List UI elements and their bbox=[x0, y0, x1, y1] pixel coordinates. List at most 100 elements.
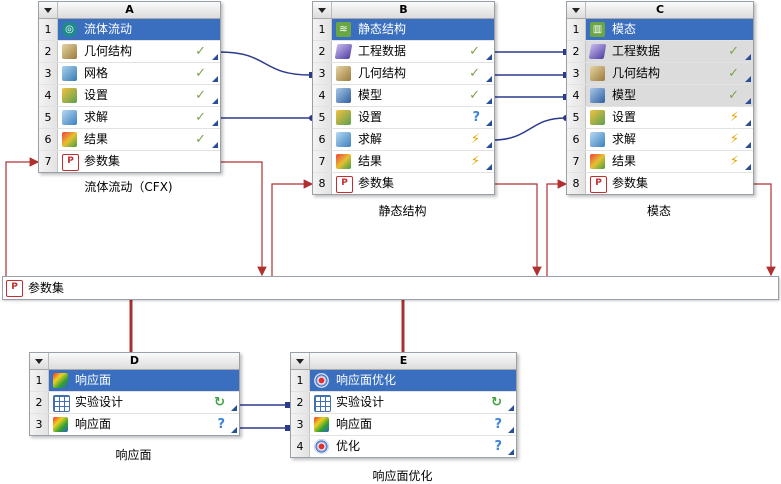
response-surface-optimization-icon bbox=[314, 373, 329, 388]
block-a-header[interactable]: A bbox=[39, 2, 220, 19]
block-c-row-7[interactable]: 7 结果 ⚡ bbox=[567, 151, 753, 173]
block-c-row-3[interactable]: 3 几何结构 ✓ bbox=[567, 63, 753, 85]
block-a-row-1[interactable]: 1 ◎ 流体流动 bbox=[39, 19, 220, 41]
block-e-row-2[interactable]: 2 实验设计 ↻ bbox=[291, 392, 516, 414]
corner-arrow-icon bbox=[745, 54, 751, 60]
lightning-icon: ⚡ bbox=[470, 154, 480, 169]
block-b-menu-arrow-icon[interactable] bbox=[313, 2, 332, 18]
block-e-row-3[interactable]: 3 响应面 ? bbox=[291, 414, 516, 436]
block-b-row-8[interactable]: 8 P 参数集 bbox=[313, 173, 494, 194]
block-a-row-7[interactable]: 7 P 参数集 bbox=[39, 151, 220, 172]
block-c-row-1[interactable]: 1 ▥ 模态 bbox=[567, 19, 753, 41]
block-c-row-5[interactable]: 5 设置 ⚡ bbox=[567, 107, 753, 129]
geometry-icon bbox=[62, 44, 77, 59]
block-d-menu-arrow-icon[interactable] bbox=[30, 353, 49, 369]
results-icon bbox=[62, 132, 77, 147]
geometry-icon bbox=[336, 66, 351, 81]
check-icon: ✓ bbox=[195, 110, 206, 125]
block-b-row-3[interactable]: 3 几何结构 ✓ bbox=[313, 63, 494, 85]
block-c-row-8[interactable]: 8 P 参数集 bbox=[567, 173, 753, 194]
corner-arrow-icon bbox=[745, 98, 751, 104]
parameter-set-bar[interactable]: P 参数集 bbox=[2, 276, 779, 300]
param-line-b-down bbox=[493, 183, 542, 277]
refresh-icon: ↻ bbox=[214, 395, 225, 410]
block-a-row-6[interactable]: 6 结果 ✓ bbox=[39, 129, 220, 151]
model-icon bbox=[590, 88, 605, 103]
block-a-menu-arrow-icon[interactable] bbox=[39, 2, 58, 18]
block-b-row-6[interactable]: 6 求解 ⚡ bbox=[313, 129, 494, 151]
system-block-d[interactable]: D 1 响应面 2 实验设计 ↻ 3 响应面 ? bbox=[29, 352, 240, 436]
corner-arrow-icon bbox=[212, 142, 218, 148]
system-block-e[interactable]: E 1 响应面优化 2 实验设计 ↻ 3 响应面 ? 4 优化 ? bbox=[290, 352, 517, 458]
model-icon bbox=[336, 88, 351, 103]
block-e-row-1[interactable]: 1 响应面优化 bbox=[291, 370, 516, 392]
block-b-header[interactable]: B bbox=[313, 2, 494, 19]
block-d-caption: 响应面 bbox=[115, 448, 152, 462]
block-e-caption: 响应面优化 bbox=[372, 469, 433, 483]
parameter-set-icon: P bbox=[336, 176, 353, 193]
corner-arrow-icon bbox=[231, 427, 237, 433]
check-icon: ✓ bbox=[195, 66, 206, 81]
engineering-data-icon bbox=[588, 44, 607, 59]
corner-arrow-icon bbox=[212, 76, 218, 82]
block-c-menu-arrow-icon[interactable] bbox=[567, 2, 586, 18]
block-c-caption: 模态 bbox=[646, 204, 671, 218]
block-c-row-2[interactable]: 2 工程数据 ✓ bbox=[567, 41, 753, 63]
system-block-b[interactable]: B 1 ≋ 静态结构 2 工程数据 ✓ 3 几何结构 ✓ 4 模型 ✓ 5 设置… bbox=[312, 1, 495, 195]
parameter-set-icon: P bbox=[6, 280, 23, 297]
optimization-icon bbox=[314, 439, 329, 454]
block-e-header[interactable]: E bbox=[291, 353, 516, 370]
block-b-row-2[interactable]: 2 工程数据 ✓ bbox=[313, 41, 494, 63]
solution-icon bbox=[336, 132, 351, 147]
block-b-row-7[interactable]: 7 结果 ⚡ bbox=[313, 151, 494, 173]
response-surface-icon bbox=[314, 417, 329, 432]
response-surface-icon bbox=[53, 373, 68, 388]
corner-arrow-icon bbox=[486, 164, 492, 170]
corner-arrow-icon bbox=[486, 142, 492, 148]
block-c-letter: C bbox=[655, 3, 665, 16]
corner-arrow-icon bbox=[212, 98, 218, 104]
block-a-row-4[interactable]: 4 设置 ✓ bbox=[39, 85, 220, 107]
results-icon bbox=[590, 154, 605, 169]
param-line-c bbox=[546, 179, 568, 276]
block-d-header[interactable]: D bbox=[30, 353, 239, 370]
corner-arrow-icon bbox=[212, 54, 218, 60]
corner-arrow-icon bbox=[745, 164, 751, 170]
block-e-menu-arrow-icon[interactable] bbox=[291, 353, 310, 369]
corner-arrow-icon bbox=[486, 120, 492, 126]
block-a-row-3[interactable]: 3 网格 ✓ bbox=[39, 63, 220, 85]
block-c-row-6[interactable]: 6 求解 ⚡ bbox=[567, 129, 753, 151]
system-block-a[interactable]: A 1 ◎ 流体流动 2 几何结构 ✓ 3 网格 ✓ 4 设置 ✓ 5 求解 ✓… bbox=[38, 1, 221, 173]
block-a-row-2[interactable]: 2 几何结构 ✓ bbox=[39, 41, 220, 63]
question-icon: ? bbox=[494, 417, 502, 432]
check-icon: ✓ bbox=[469, 88, 480, 103]
block-b-row-5[interactable]: 5 设置 ? bbox=[313, 107, 494, 129]
block-b-row-1[interactable]: 1 ≋ 静态结构 bbox=[313, 19, 494, 41]
corner-arrow-icon bbox=[508, 405, 514, 411]
question-icon: ? bbox=[217, 417, 225, 432]
block-c-header[interactable]: C bbox=[567, 2, 753, 19]
mesh-icon bbox=[62, 66, 77, 81]
block-e-row-4[interactable]: 4 优化 ? bbox=[291, 436, 516, 457]
question-icon: ? bbox=[472, 110, 480, 125]
block-d-letter: D bbox=[129, 354, 140, 367]
system-block-c[interactable]: C 1 ▥ 模态 2 工程数据 ✓ 3 几何结构 ✓ 4 模型 ✓ 5 设置 ⚡… bbox=[566, 1, 754, 195]
design-of-experiments-icon bbox=[53, 395, 70, 412]
corner-arrow-icon bbox=[745, 120, 751, 126]
check-icon: ✓ bbox=[195, 88, 206, 103]
check-icon: ✓ bbox=[728, 44, 739, 59]
corner-arrow-icon bbox=[745, 142, 751, 148]
block-a-row-5[interactable]: 5 求解 ✓ bbox=[39, 107, 220, 129]
solution-icon bbox=[62, 110, 77, 125]
corner-arrow-icon bbox=[745, 76, 751, 82]
block-d-row-1[interactable]: 1 响应面 bbox=[30, 370, 239, 392]
block-c-row-4[interactable]: 4 模型 ✓ bbox=[567, 85, 753, 107]
block-b-row-4[interactable]: 4 模型 ✓ bbox=[313, 85, 494, 107]
geometry-icon bbox=[590, 66, 605, 81]
corner-arrow-icon bbox=[486, 76, 492, 82]
check-icon: ✓ bbox=[469, 66, 480, 81]
block-d-row-3[interactable]: 3 响应面 ? bbox=[30, 414, 239, 435]
design-of-experiments-icon bbox=[314, 395, 331, 412]
corner-arrow-icon bbox=[508, 449, 514, 455]
block-d-row-2[interactable]: 2 实验设计 ↻ bbox=[30, 392, 239, 414]
